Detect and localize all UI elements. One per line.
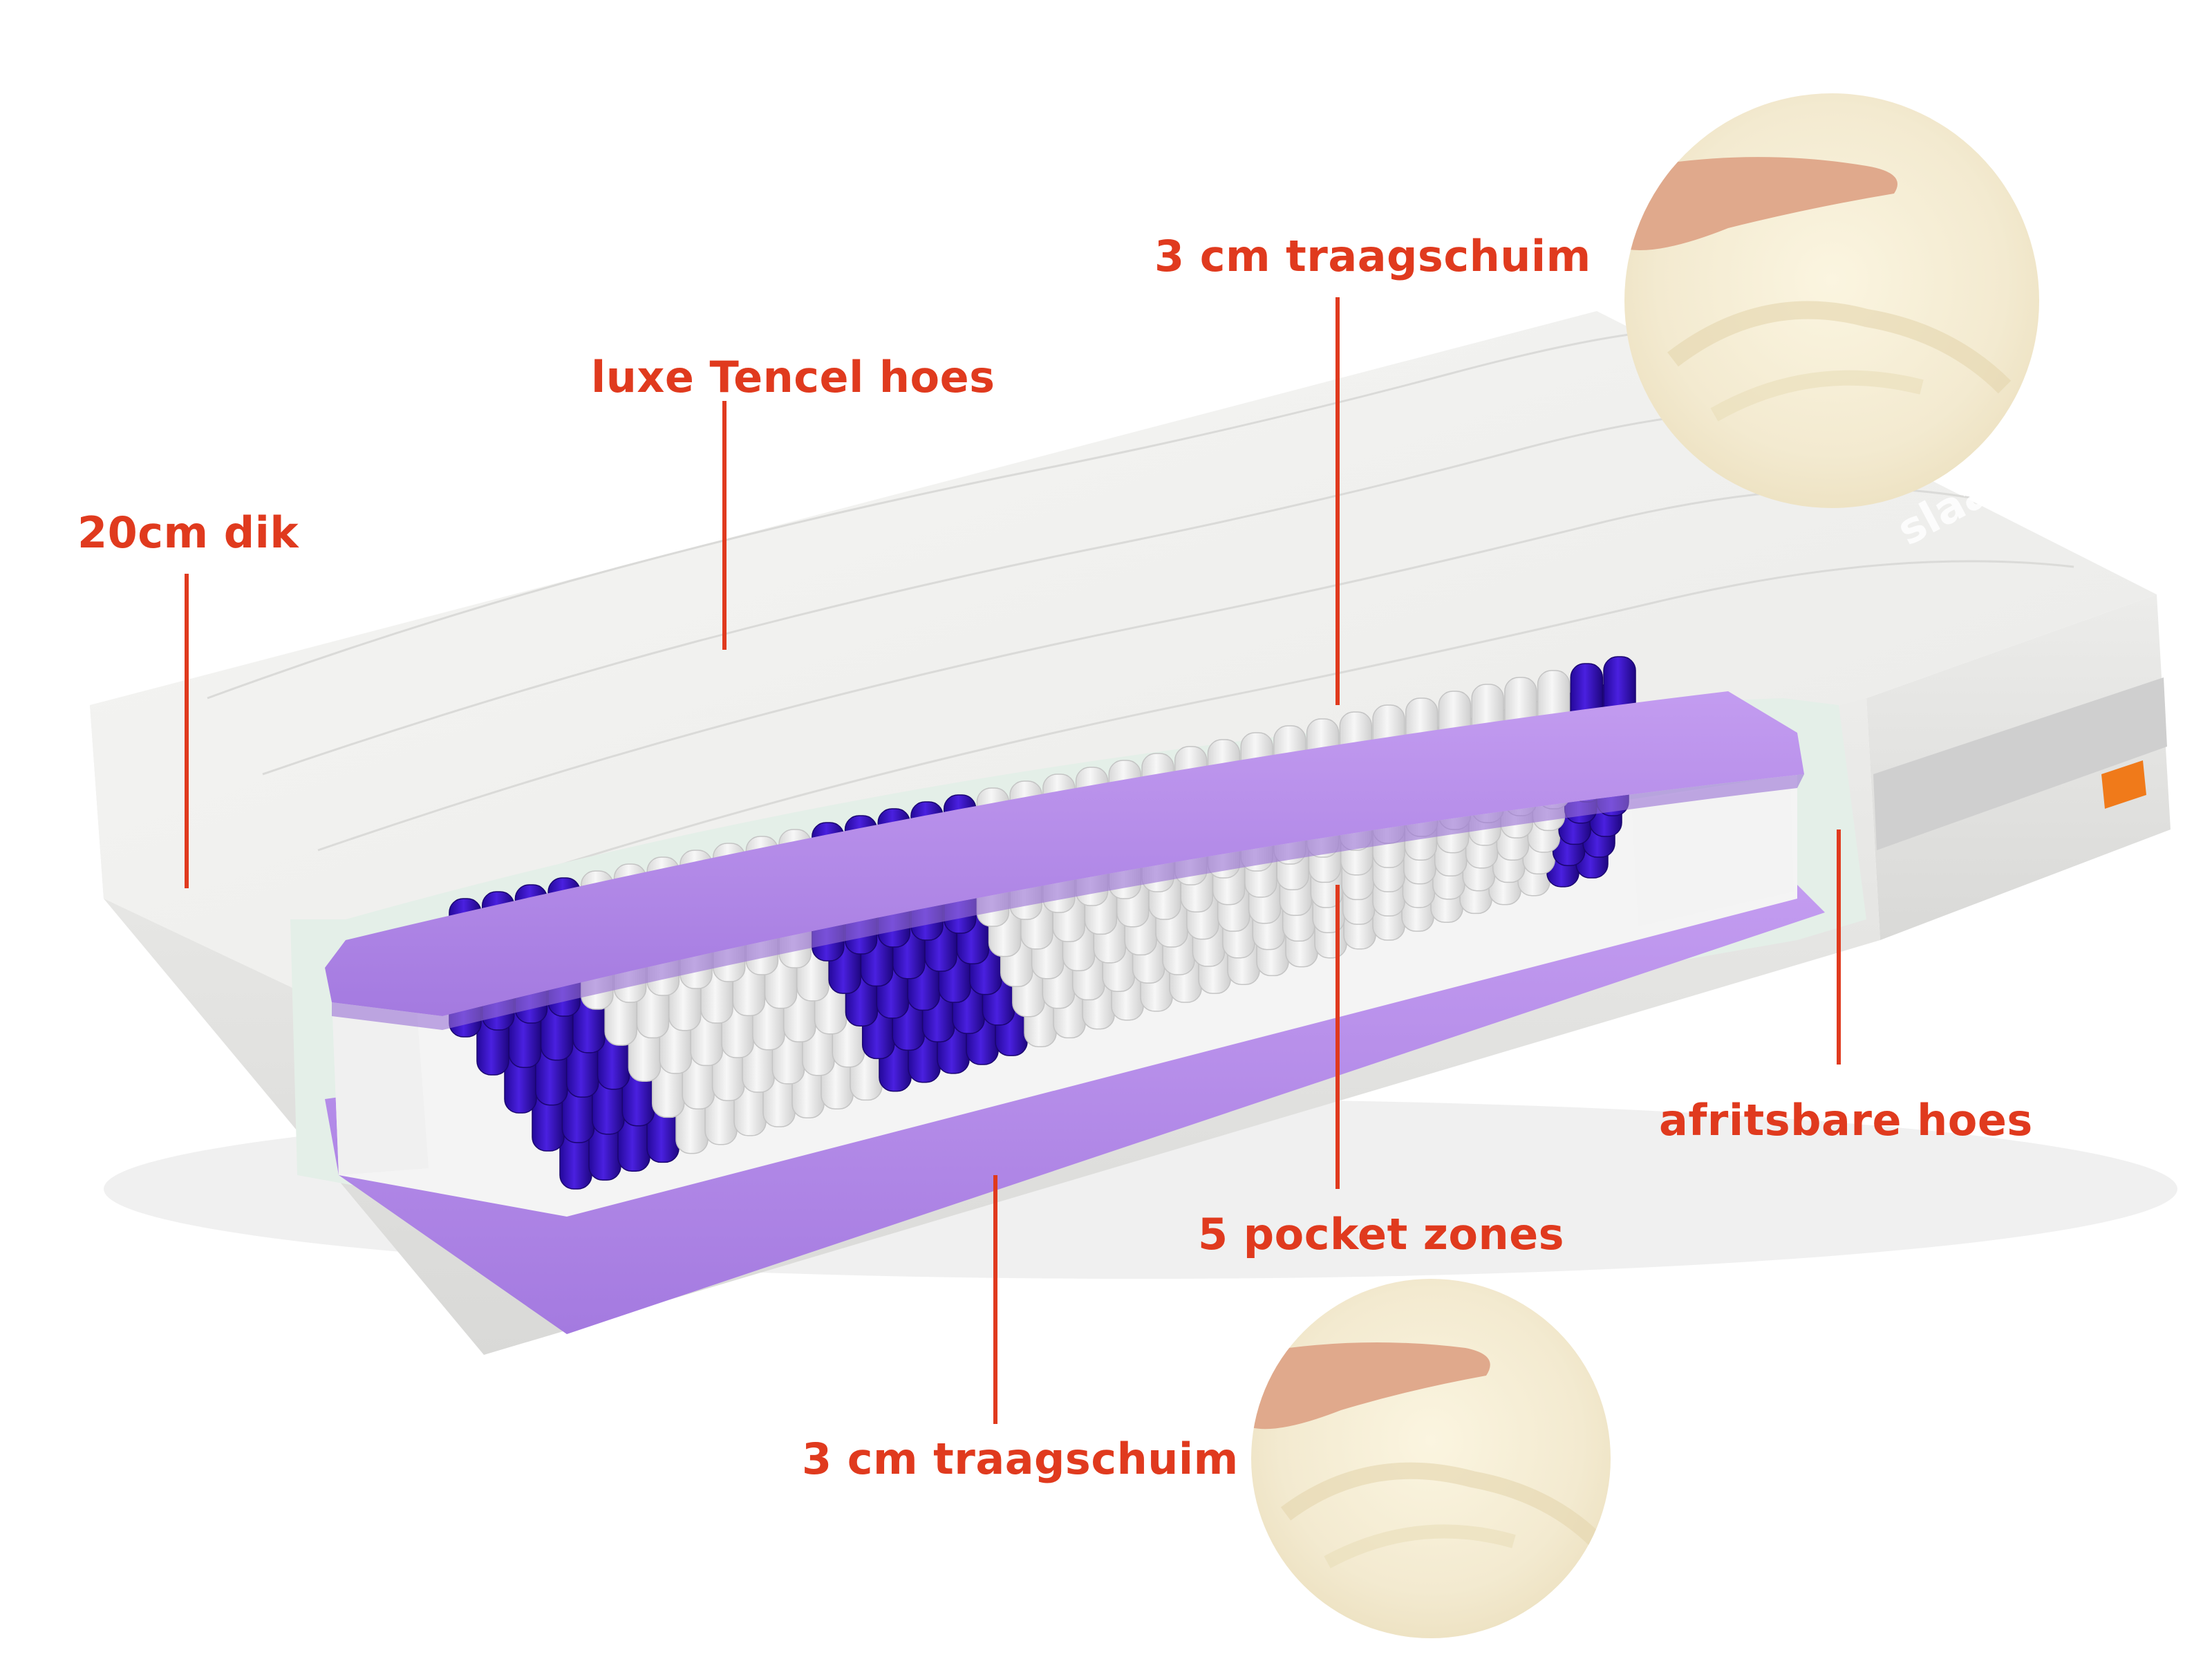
memory-foam-circle-bottom (1251, 1279, 1611, 1638)
label-thickness: 20cm dik (77, 507, 299, 558)
bottom-foam-layer (325, 885, 1825, 1334)
hand-icon (1624, 157, 1897, 250)
top-foam-layer (325, 691, 1804, 1016)
zip-tab (2101, 760, 2146, 809)
hand-icon (1251, 1342, 1490, 1430)
cutaway-interior (325, 656, 1825, 1334)
left-end-block (332, 982, 429, 1175)
label-pocket-zones: 5 pocket zones (1198, 1209, 1565, 1259)
memory-foam-circle-top (1624, 93, 2039, 508)
label-zip-cover: afritsbare hoes (1659, 1095, 2033, 1145)
label-top-foam: 3 cm traagschuim (1154, 231, 1591, 281)
label-bottom-foam: 3 cm traagschuim (802, 1434, 1239, 1484)
leader-lines (185, 297, 1841, 1424)
right-end-block (1631, 774, 1794, 926)
label-cover: luxe Tencel hoes (591, 352, 995, 402)
